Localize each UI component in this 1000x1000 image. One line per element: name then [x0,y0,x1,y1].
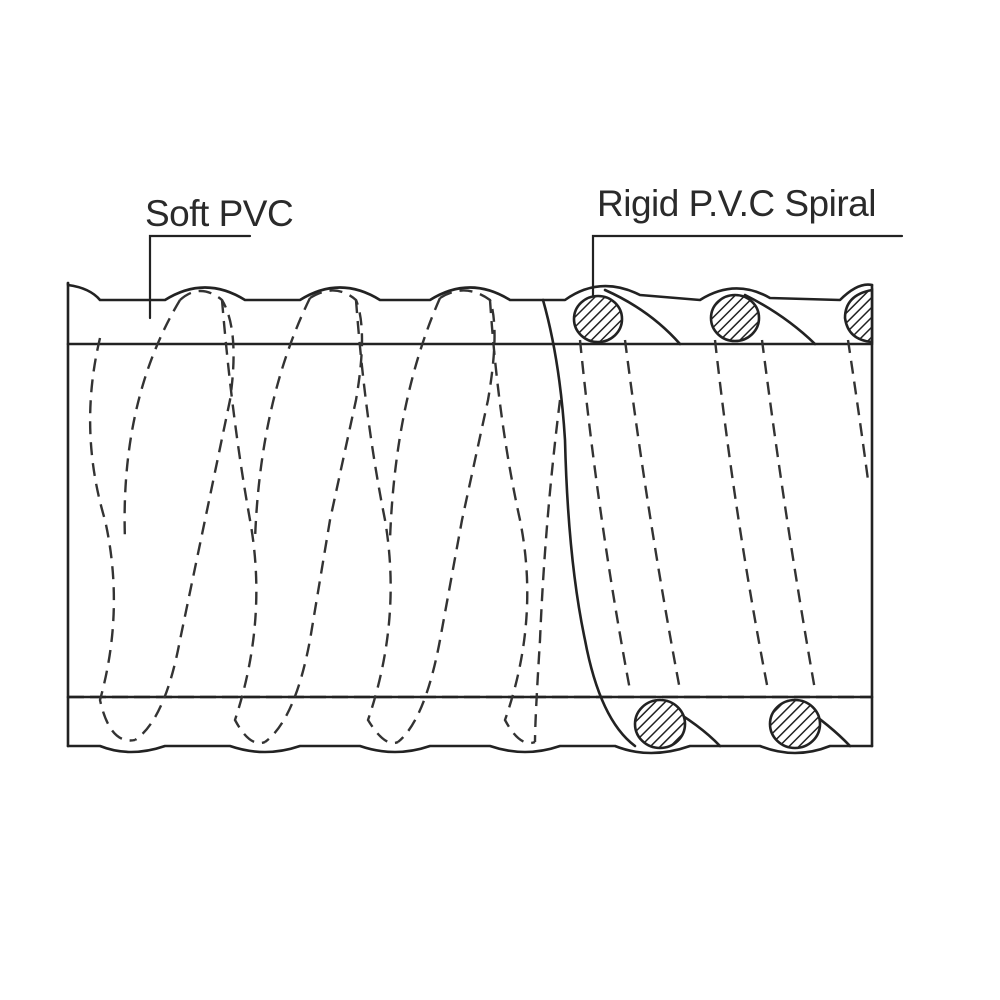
hose-bottom-outer-wall [66,744,874,755]
section-divider-line [541,298,637,748]
soft-pvc-leader-line [148,234,252,320]
spiral-coil-top-3 [843,288,874,344]
rigid-spiral-label: Rigid P.V.C Spiral [597,183,876,224]
spiral-coil-top-1 [572,294,624,344]
rigid-spiral-cross-sections [572,288,874,750]
hose-top-outer-wall [66,281,874,302]
soft-pvc-dashed-helix [88,289,562,745]
rigid-spiral-wraps [578,288,870,748]
soft-pvc-label: Soft PVC [145,193,293,234]
rigid-spiral-leader-line [591,234,904,300]
spiral-coil-bottom-2 [768,698,822,750]
spiral-coil-top-2 [709,293,761,343]
spiral-coil-bottom-1 [633,698,687,750]
